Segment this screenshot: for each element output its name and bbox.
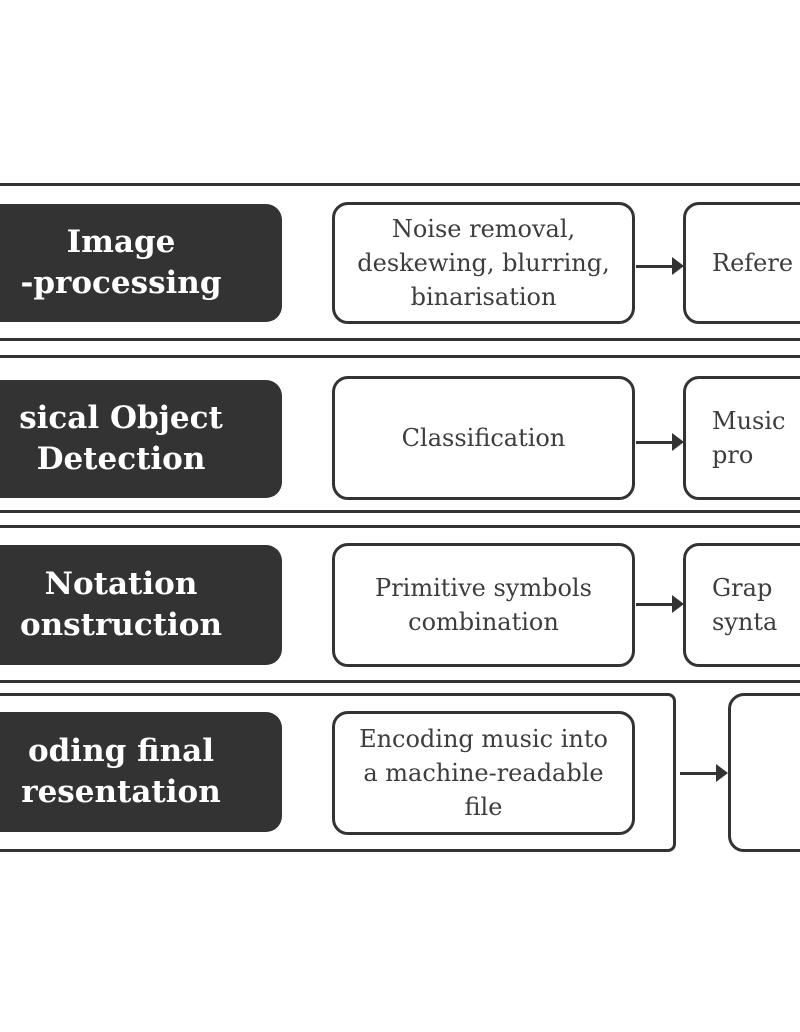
step-encoding-music-label: Encoding music into a machine-readable f… [359, 725, 608, 821]
step-reference: Refere [683, 202, 800, 324]
stage-encoding: oding final resentation [0, 712, 282, 832]
stage-reconstruction: Notation onstruction [0, 545, 282, 665]
step-classification: Classification [332, 376, 635, 500]
step-primitive-symbols: Primitive symbols combination [332, 543, 635, 667]
step-music-processing-label: Music pro [712, 407, 786, 469]
stage-reconstruction-label: Notation onstruction [19, 566, 223, 643]
step-music-processing: Music pro [683, 376, 800, 500]
arrow-icon [636, 595, 684, 613]
stage-preprocessing-label: Image -processing [20, 224, 222, 301]
step-graph-syntax-label: Grap synta [712, 574, 778, 636]
arrow-icon [680, 764, 728, 782]
arrow-icon [636, 257, 684, 275]
stage-detection-label: sical Object Detection [19, 400, 223, 477]
step-reference-label: Refere [712, 249, 794, 277]
stage-preprocessing: Image -processing [0, 204, 282, 322]
step-output-file [728, 693, 800, 852]
step-graph-syntax: Grap synta [683, 543, 800, 667]
step-encoding-music: Encoding music into a machine-readable f… [332, 711, 635, 835]
stage-encoding-label: oding final resentation [21, 733, 221, 810]
step-noise-removal-label: Noise removal, deskewing, blurring, bina… [357, 215, 610, 311]
stage-detection: sical Object Detection [0, 380, 282, 498]
step-primitive-symbols-label: Primitive symbols combination [375, 574, 592, 636]
step-classification-label: Classification [401, 424, 566, 452]
arrow-icon [636, 433, 684, 451]
step-noise-removal: Noise removal, deskewing, blurring, bina… [332, 202, 635, 324]
